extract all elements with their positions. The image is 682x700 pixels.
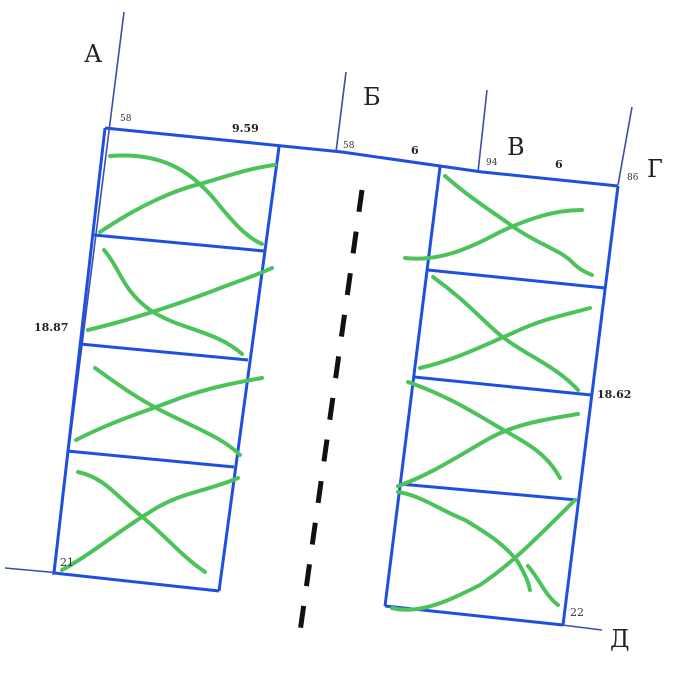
- label-a: А: [84, 40, 102, 68]
- hatch-right-4a: [396, 490, 532, 592]
- hatch-left-3b: [74, 376, 264, 442]
- label-b: Б: [363, 83, 381, 111]
- point-86: 86: [627, 173, 639, 183]
- left-plot-inner-side: [217, 146, 281, 592]
- dimension-top-right: 6: [555, 158, 563, 171]
- dimension-top-mid: 6: [411, 144, 419, 157]
- axis-bottom-left-line: [4, 567, 61, 574]
- plot-boundaries: [52, 126, 620, 627]
- point-58-left: 58: [120, 114, 132, 124]
- right-plot-divider-3: [399, 482, 578, 502]
- dimension-top-left: 9.59: [232, 122, 259, 135]
- axis-g-line: [617, 106, 633, 186]
- left-plot-outer-side: [52, 127, 107, 574]
- hatch-right-3a: [406, 380, 562, 480]
- axis-d-line: [561, 624, 603, 631]
- hatch-left-4a: [76, 470, 207, 574]
- label-d: Д: [610, 625, 630, 653]
- left-plot-bottom: [53, 571, 220, 593]
- hatch-left-1b: [98, 163, 277, 234]
- hatch-right-1a: [443, 174, 594, 277]
- hatch-right-4b: [390, 498, 577, 612]
- right-plot-inner-side: [383, 166, 442, 607]
- left-plot-divider-3: [66, 449, 235, 469]
- point-22: 22: [570, 606, 584, 619]
- left-plot-divider-2: [79, 342, 249, 362]
- label-v: В: [507, 133, 525, 161]
- right-plot-divider-1: [427, 268, 606, 290]
- hatch-right-4c: [526, 564, 560, 607]
- right-plot-divider-2: [413, 375, 592, 397]
- axis-v-line: [477, 89, 488, 173]
- green-hatching: [60, 153, 594, 612]
- point-58-center: 58: [343, 141, 355, 151]
- point-21: 21: [60, 556, 74, 569]
- hatch-right-2b: [418, 306, 592, 370]
- hatch-left-4b: [60, 476, 240, 572]
- hatch-right-1b: [403, 208, 584, 261]
- right-plot-outer-side: [561, 185, 620, 626]
- hatch-left-2b: [86, 266, 274, 332]
- dimension-left-side: 18.87: [34, 321, 68, 334]
- hatch-right-2a: [431, 275, 580, 392]
- dimension-right-side: 18.62: [597, 388, 631, 401]
- top-boundary: [104, 126, 619, 188]
- road-centerline: [297, 189, 365, 633]
- label-g: Г: [647, 155, 663, 183]
- hatch-left-1a: [108, 153, 264, 246]
- hatch-left-2a: [102, 248, 244, 356]
- hatch-left-3a: [93, 366, 242, 457]
- hatch-right-3b: [396, 412, 580, 488]
- left-plot-divider-1: [93, 233, 265, 253]
- point-94: 94: [486, 158, 498, 168]
- axis-b-line: [335, 71, 347, 153]
